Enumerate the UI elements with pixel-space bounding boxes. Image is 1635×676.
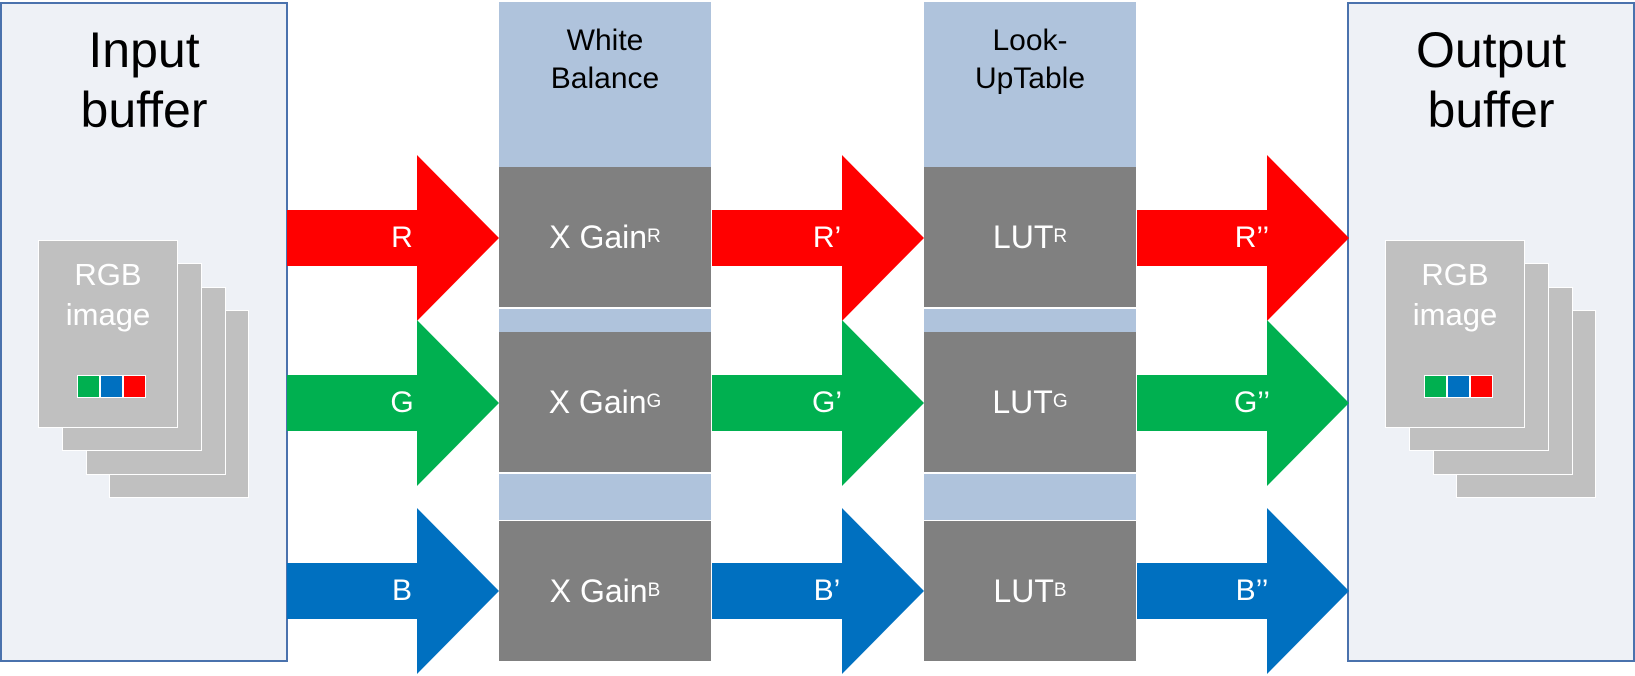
arrow-label: G’: [812, 386, 842, 419]
input-buffer-title-line2: buffer: [80, 82, 208, 138]
lut-separator: [924, 309, 1136, 332]
white-balance-header-line2: Balance: [550, 62, 660, 95]
white-balance-separator: [499, 309, 711, 332]
right-arrow-icon: [712, 155, 924, 321]
right-arrow-icon: [712, 320, 924, 486]
blue-swatch: [1447, 375, 1470, 398]
output-image-label-line2: image: [1412, 297, 1498, 332]
gain-prefix: X Gain: [548, 383, 647, 420]
lut-prefix: LUT: [993, 572, 1054, 609]
arrow-label: R: [391, 221, 413, 254]
arrow-b-in: B: [287, 508, 499, 674]
lut-prefix: LUT: [992, 383, 1053, 420]
right-arrow-icon: [1137, 508, 1349, 674]
lut-header: Look- UpTable: [924, 2, 1136, 168]
gain-prefix: X Gain: [549, 218, 648, 255]
gain-prefix: X Gain: [549, 572, 648, 609]
input-rgb-image-icon: RGB image: [38, 240, 178, 428]
gain-channel: R: [647, 226, 661, 247]
right-arrow-icon: [1137, 155, 1349, 321]
arrow-r-mid: R’: [712, 155, 924, 321]
arrow-g-out: G’’: [1137, 320, 1349, 486]
lut-channel: R: [1053, 226, 1068, 247]
arrow-label: G’’: [1233, 386, 1271, 419]
output-rgb-image-icon: RGB image: [1385, 240, 1525, 428]
lut-header-line1: Look-: [992, 24, 1068, 57]
lut-separator: [924, 474, 1136, 520]
right-arrow-icon: [287, 155, 499, 321]
gain-channel: G: [646, 391, 662, 412]
lut-prefix: LUT: [992, 218, 1054, 255]
arrow-g-in: G: [287, 320, 499, 486]
right-arrow-icon: [287, 508, 499, 674]
arrow-r-in: R: [287, 155, 499, 321]
arrow-label: G: [390, 386, 414, 419]
output-buffer-title-line2: buffer: [1427, 82, 1555, 138]
right-arrow-icon: [287, 320, 499, 486]
arrow-label: R’’: [1234, 221, 1270, 254]
lut-header-line2: UpTable: [974, 62, 1086, 95]
blue-swatch: [100, 375, 123, 398]
right-arrow-icon: [712, 508, 924, 674]
output-buffer: Output buffer RGB image: [1347, 2, 1635, 662]
green-swatch: [1424, 375, 1447, 398]
arrow-b-out: B’’: [1137, 508, 1349, 674]
output-image-label: RGB image: [1386, 255, 1524, 335]
arrow-label: B: [391, 574, 412, 607]
input-image-label-line1: RGB: [74, 257, 142, 292]
white-balance-header-line1: White: [566, 24, 644, 57]
output-buffer-title-line1: Output: [1415, 22, 1567, 78]
green-swatch: [77, 375, 100, 398]
output-buffer-title: Output buffer: [1349, 20, 1633, 140]
input-buffer-title: Input buffer: [2, 20, 286, 140]
arrow-label: B’: [813, 574, 841, 607]
right-arrow-icon: [1137, 320, 1349, 486]
arrow-b-mid: B’: [712, 508, 924, 674]
input-buffer-title-line1: Input: [88, 22, 200, 78]
lut-channel: B: [1053, 580, 1067, 601]
red-swatch: [1470, 375, 1493, 398]
input-image-label: RGB image: [39, 255, 177, 335]
white-balance-separator: [499, 474, 711, 520]
output-image-label-line1: RGB: [1421, 257, 1489, 292]
arrow-label: B’’: [1235, 574, 1269, 607]
gain-channel: B: [647, 580, 661, 601]
input-image-label-line2: image: [65, 297, 151, 332]
lut-channel: G: [1052, 391, 1068, 412]
arrow-g-mid: G’: [712, 320, 924, 486]
input-buffer: Input buffer RGB image: [0, 2, 288, 662]
arrow-label: R’: [812, 221, 842, 254]
white-balance-header: White Balance: [499, 2, 711, 168]
arrow-r-out: R’’: [1137, 155, 1349, 321]
red-swatch: [123, 375, 146, 398]
